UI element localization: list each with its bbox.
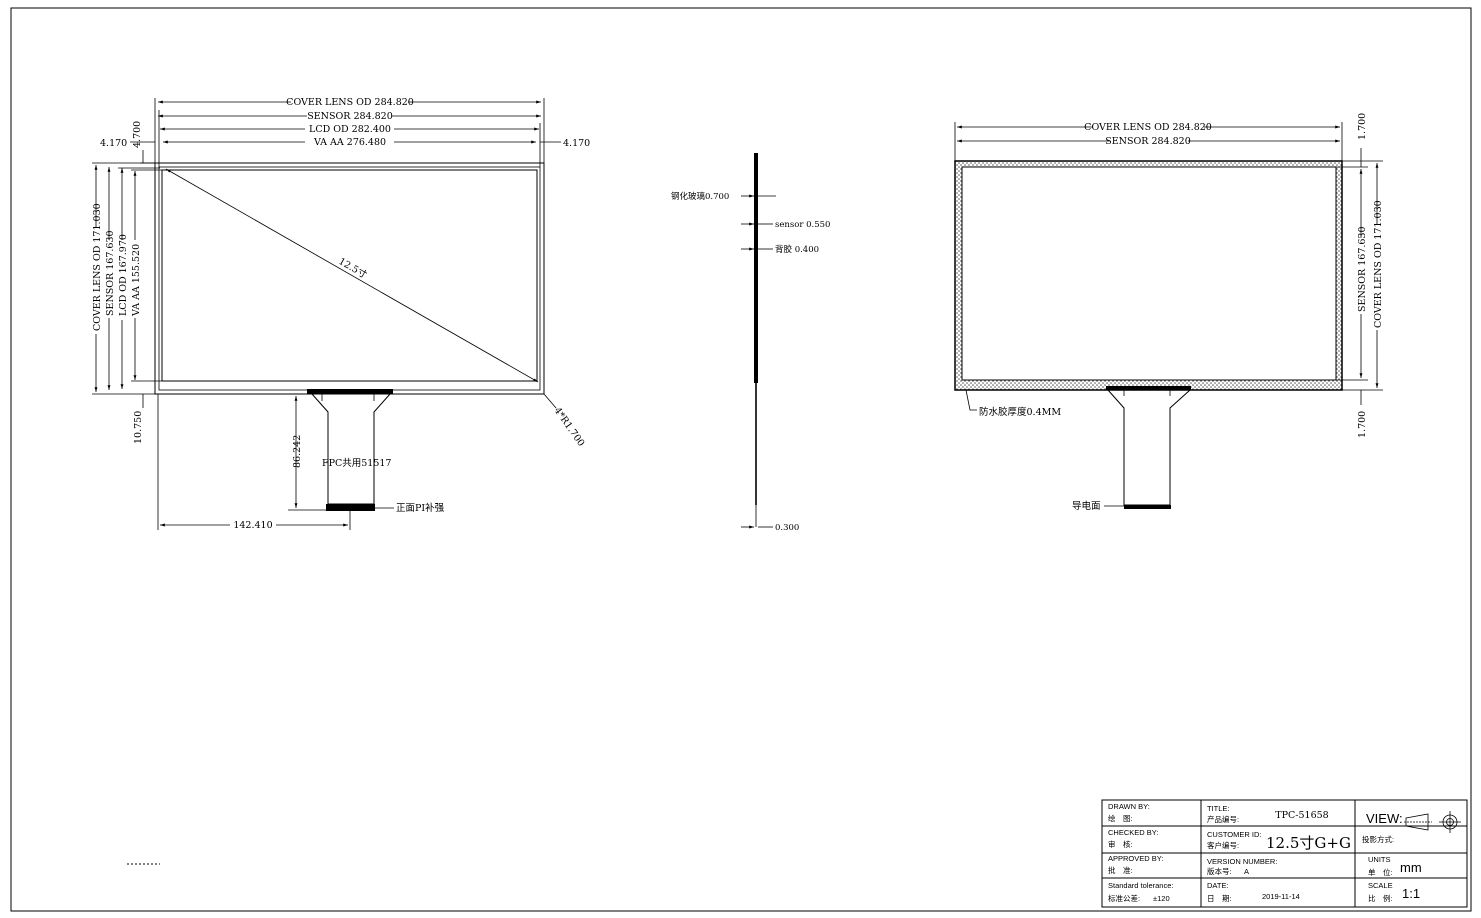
leader-line <box>543 393 557 409</box>
date-cn: 日 期: <box>1207 894 1232 903</box>
right-offset: 4.170 <box>563 138 590 149</box>
scale-cn: 比 例: <box>1368 893 1393 903</box>
top-offset: 4.700 <box>132 121 143 148</box>
date-value: 2019-11-14 <box>1262 892 1300 901</box>
title-block: DRAWN BY: 绘 图: CHECKED BY: 审 核: APPROVED… <box>1101 799 1468 908</box>
units-cn: 单 位: <box>1368 867 1393 877</box>
bottom-offset: 10.750 <box>133 411 144 444</box>
back-fpc-outline <box>1107 389 1191 506</box>
lcd-od-width: LCD OD 282.400 <box>309 124 391 135</box>
back-sensor-height: SENSOR 167.630 <box>1357 226 1368 312</box>
sensor-outline <box>158 166 541 391</box>
approved-by-cn: 批 准: <box>1108 865 1133 875</box>
version-cn: 版本号: <box>1207 866 1232 876</box>
fpc-height: 86.242 <box>292 435 303 468</box>
sensor-area <box>961 166 1337 381</box>
drawn-by-cn: 绘 图: <box>1108 813 1133 823</box>
lcd-od-height: LCD OD 167.970 <box>118 234 129 316</box>
projection-cone-icon <box>1405 813 1429 831</box>
tolerance-value: ±120 <box>1153 894 1170 903</box>
diagonal-label: 12.5寸 <box>337 255 370 281</box>
cover-lens-od-height: COVER LENS OD 171.030 <box>92 203 103 331</box>
view-label: VIEW: <box>1366 811 1403 826</box>
customer-label: CUSTOMER ID: <box>1207 830 1261 839</box>
sheet-border <box>10 7 1472 912</box>
stiffener-label: 正面PI补强 <box>396 502 445 514</box>
customer-value: 12.5寸G+G <box>1266 834 1351 852</box>
drawn-by-label: DRAWN BY: <box>1108 802 1150 811</box>
title-label: TITLE: <box>1207 804 1230 813</box>
approved-by-label: APPROVED BY: <box>1108 854 1163 863</box>
conductive-label: 导电面 <box>1072 500 1101 512</box>
fpc-label: FPC共用51517 <box>322 458 391 469</box>
pi-stiffener <box>326 504 375 511</box>
sensor-height: SENSOR 167.630 <box>105 230 116 316</box>
view-cn: 投影方式: <box>1362 834 1394 844</box>
units-value: mm <box>1400 860 1422 875</box>
cover-lens-od-width: COVER LENS OD 284.820 <box>286 97 414 108</box>
va-aa-height: VA AA 155.520 <box>131 244 142 317</box>
title-cn: 产品编号: <box>1207 814 1239 824</box>
units-label: UNITS <box>1368 855 1391 864</box>
scale-value: 1:1 <box>1402 886 1420 901</box>
conductive-pad <box>1124 505 1171 509</box>
checked-by-label: CHECKED BY: <box>1108 828 1158 837</box>
back-fpc-bond-strip <box>1106 386 1191 390</box>
front-view: 12.5寸 COVER LENS OD 284.820 SENSOR 284.8… <box>92 97 590 531</box>
scale-label: SCALE <box>1368 881 1393 890</box>
corner-radius-label: 4*R1.700 <box>552 405 587 448</box>
date-label: DATE: <box>1207 881 1229 890</box>
left-offset: 4.170 <box>100 138 127 149</box>
checked-by-cn: 审 核: <box>1108 839 1133 849</box>
customer-cn: 客户编号: <box>1207 840 1239 850</box>
back-cover-lens-od-height: COVER LENS OD 171.030 <box>1373 200 1384 328</box>
glass-label: 钢化玻璃0.700 <box>671 191 729 202</box>
tolerance-cn: 标准公差: <box>1108 893 1140 903</box>
stack-layers <box>754 153 758 383</box>
diagonal-line <box>165 168 539 383</box>
side-view: 钢化玻璃0.700 sensor 0.550 背胶 0.400 0.300 <box>671 153 830 533</box>
back-view: COVER LENS OD 284.820 SENSOR 284.820 1.7… <box>954 113 1384 512</box>
version-label: VERSION NUMBER: <box>1207 857 1277 866</box>
leader-line <box>965 389 977 411</box>
adhesive-thickness: 背胶 0.400 <box>775 244 819 255</box>
fpc-position: 142.410 <box>233 520 272 531</box>
fpc-outline <box>311 393 391 505</box>
back-sensor-width: SENSOR 284.820 <box>1105 136 1191 147</box>
tolerance-label: Standard tolerance: <box>1108 881 1173 890</box>
title-value: TPC-51658 <box>1275 810 1328 821</box>
back-top-offset: 1.700 <box>1357 113 1368 140</box>
fpc-thickness: 0.300 <box>775 523 799 533</box>
back-bottom-offset: 1.700 <box>1357 411 1368 438</box>
cover-lens-outline <box>154 162 545 395</box>
back-cover-lens-od-width: COVER LENS OD 284.820 <box>1084 122 1212 133</box>
va-aa-width: VA AA 276.480 <box>313 137 386 148</box>
fpc-bond-strip <box>307 389 393 394</box>
sensor-thickness: sensor 0.550 <box>775 220 830 230</box>
waterproof-label: 防水胶厚度0.4MM <box>979 406 1061 418</box>
sensor-width: SENSOR 284.820 <box>307 111 393 122</box>
version-value: A <box>1244 867 1249 876</box>
